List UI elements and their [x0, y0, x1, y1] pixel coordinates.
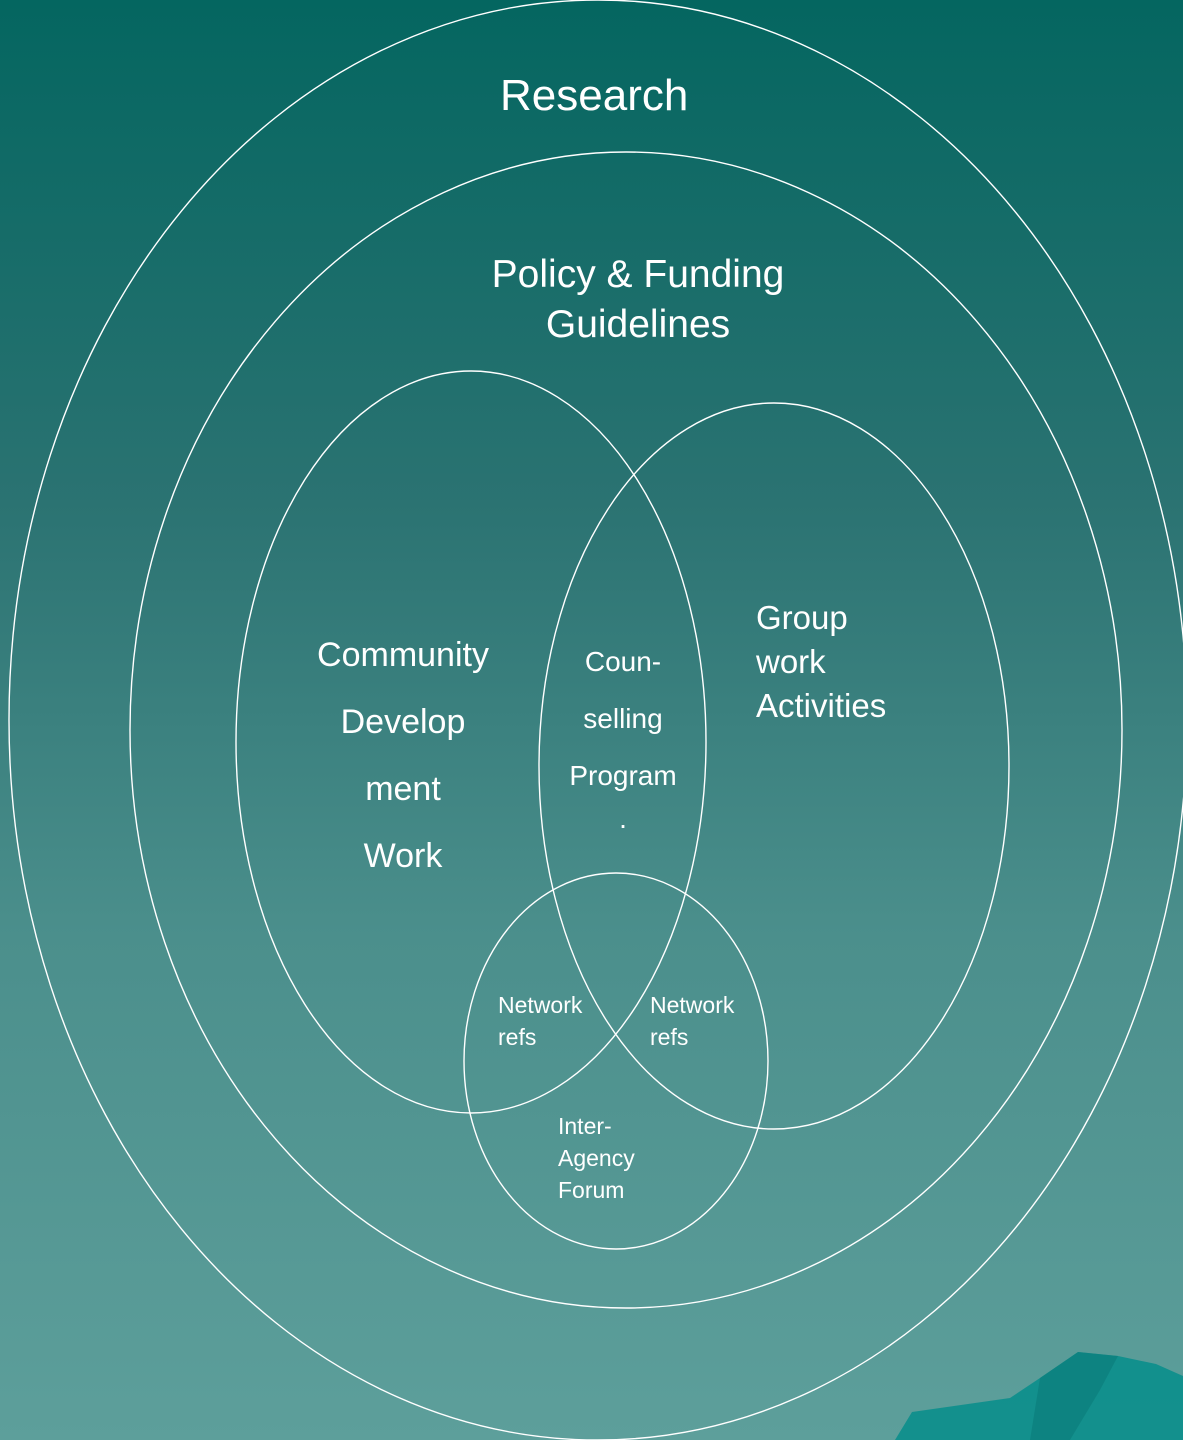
counselling-line-3: Program: [569, 760, 677, 791]
network-refs-right-label: Network refs: [650, 989, 734, 1053]
inner-ring-policy: [129, 151, 1123, 1309]
bottom-ellipse-forum: [463, 872, 769, 1250]
forum-label: Inter- Agency Forum: [558, 1110, 635, 1206]
groupwork-label: Group work Activities: [756, 596, 886, 728]
network-right-line-2: refs: [650, 1024, 689, 1050]
community-line-2: Develop: [340, 703, 466, 741]
network-left-line-1: Network: [498, 992, 583, 1018]
community-line-4: Work: [363, 837, 443, 875]
groupwork-line-2: work: [756, 643, 826, 680]
counselling-label: Coun- selling Program .: [556, 633, 690, 834]
outer-ring-research: [8, 0, 1183, 1440]
research-label: Research: [500, 70, 688, 122]
groupwork-line-1: Group: [756, 599, 848, 636]
forum-line-3: Forum: [558, 1177, 625, 1203]
research-text: Research: [500, 71, 689, 120]
community-label: Community Develop ment Work: [300, 622, 506, 890]
mountain-shade: [1030, 1352, 1118, 1440]
community-line-3: ment: [365, 770, 441, 808]
network-refs-left-label: Network refs: [498, 989, 582, 1053]
network-right-line-1: Network: [650, 992, 735, 1018]
community-line-1: Community: [317, 636, 489, 674]
counselling-line-1: Coun-: [584, 646, 662, 677]
left-ellipse-community: [235, 370, 707, 1114]
policy-line-1: Policy & Funding: [491, 253, 785, 296]
policy-label: Policy & Funding Guidelines: [470, 250, 806, 350]
counselling-line-4: .: [619, 803, 627, 834]
network-left-line-2: refs: [498, 1024, 537, 1050]
policy-line-2: Guidelines: [545, 303, 731, 346]
forum-line-1: Inter-: [558, 1113, 612, 1139]
forum-line-2: Agency: [558, 1145, 635, 1171]
groupwork-line-3: Activities: [756, 687, 887, 724]
right-ellipse-groupwork: [538, 402, 1010, 1130]
counselling-line-2: selling: [583, 703, 663, 734]
